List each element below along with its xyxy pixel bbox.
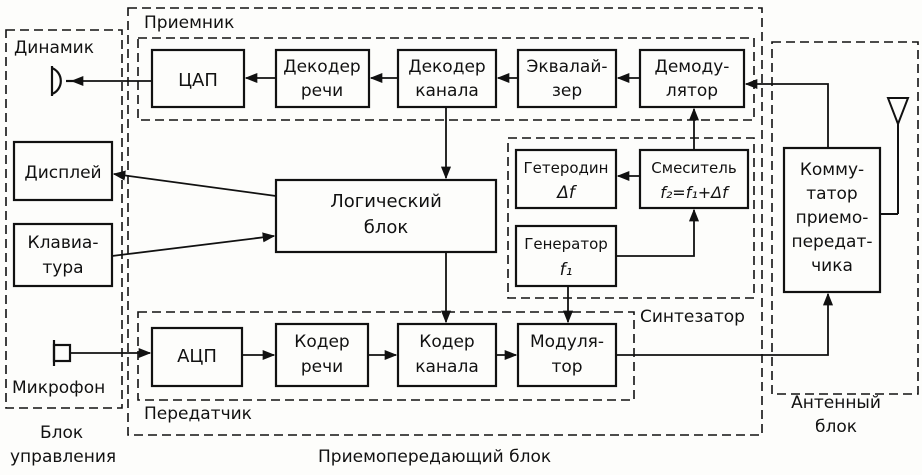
commutator-block <box>782 146 882 294</box>
commutator-label-1: Комму- <box>800 160 864 180</box>
control-unit-title-2: управления <box>10 447 116 467</box>
commutator-label-5: чика <box>811 256 853 276</box>
arrow-keyboard-to-logic <box>111 232 276 257</box>
heterodyne-block <box>514 148 618 210</box>
channel-decoder-label-2: канала <box>415 81 479 101</box>
speaker-label: Динамик <box>14 38 94 58</box>
channel-decoder-label-1: Декодер <box>408 57 485 77</box>
channel-coder-label-2: канала <box>415 357 479 377</box>
control-unit-frame <box>5 29 123 409</box>
synthesizer-title: Синтезатор <box>640 307 745 327</box>
commutator-label-4: передат- <box>791 232 872 252</box>
antenna-unit-frame <box>771 41 919 395</box>
mixer-label-2: f₂=f₁+Δf <box>660 183 730 202</box>
generator-label-1: Генератор <box>524 235 608 253</box>
receiver-title: Приемник <box>144 13 234 33</box>
generator-label-2: f₁ <box>560 260 573 280</box>
speech-coder-label-2: речи <box>301 357 343 377</box>
keyboard-label-1: Клавиа- <box>28 233 99 253</box>
speech-coder-label-1: Кодер <box>294 332 349 352</box>
heterodyne-label-1: Гетеродин <box>524 159 609 177</box>
demodulator-label-2: лятор <box>666 81 718 101</box>
arrow-commutator-to-demodulator <box>744 78 829 148</box>
logic-block <box>274 178 498 254</box>
transceiver-frame <box>127 7 763 436</box>
channel-coder-label-1: Кодер <box>419 332 474 352</box>
demodulator-label-1: Демоду- <box>655 57 730 77</box>
microphone-label: Микрофон <box>12 378 105 398</box>
antenna-icon <box>880 97 910 215</box>
arrow-generator-to-mixer <box>616 208 700 257</box>
antenna-unit-title-1: Антенный <box>791 393 881 413</box>
modulator-label-1: Модуля- <box>530 332 604 352</box>
arrow-logic-to-display <box>112 170 277 197</box>
display-block <box>12 140 114 202</box>
arrow-modulator-to-commutator <box>616 292 834 356</box>
commutator-label-3: приемо- <box>796 208 869 228</box>
adc-label: АЦП <box>177 346 217 367</box>
transceiver-title: Приемопередающий блок <box>318 447 551 467</box>
synthesizer-frame <box>507 137 755 299</box>
dac-block <box>150 48 246 109</box>
logic-block-label-2: блок <box>364 217 409 238</box>
equalizer-label-1: Эквалай- <box>526 57 607 77</box>
receiver-frame <box>137 37 755 121</box>
logic-block-label-1: Логический <box>330 191 442 212</box>
heterodyne-label-2: Δf <box>555 183 578 203</box>
keyboard-block <box>12 222 114 288</box>
mixer-label-1: Смеситель <box>651 159 736 177</box>
antenna-unit-title-2: блок <box>815 417 857 437</box>
commutator-label-2: татор <box>806 184 857 204</box>
dac-label: ЦАП <box>178 70 218 91</box>
display-label: Дисплей <box>24 163 101 183</box>
equalizer-label-2: зер <box>552 81 582 101</box>
transmitter-title: Передатчик <box>144 404 252 424</box>
modulator-label-2: тор <box>551 357 582 377</box>
speech-decoder-label-1: Декодер <box>283 57 360 77</box>
transmitter-frame <box>137 311 635 401</box>
keyboard-label-2: тура <box>42 258 83 278</box>
adc-block <box>150 326 244 388</box>
control-unit-title-1: Блок <box>40 423 83 443</box>
microphone-icon <box>52 340 72 366</box>
speech-decoder-label-2: речи <box>301 81 343 101</box>
